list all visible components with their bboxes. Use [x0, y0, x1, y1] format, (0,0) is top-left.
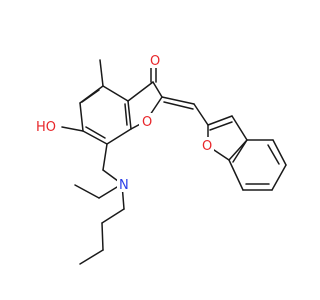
bond	[81, 89, 100, 103]
bond	[271, 164, 287, 191]
bond	[79, 249, 104, 265]
bond	[127, 81, 154, 102]
bond	[272, 139, 287, 166]
bond	[127, 100, 132, 130]
atom-label-carbonyl-oxygen: O	[150, 54, 160, 69]
bond	[228, 159, 244, 191]
bond	[99, 59, 104, 87]
atom-label-benzofuran-oxygen: O	[202, 139, 212, 154]
bond	[232, 139, 248, 163]
atom-labels: O O HO N O	[34, 52, 214, 193]
bond	[85, 126, 106, 139]
molecule-canvas: O O HO N O	[34, 52, 287, 265]
bond	[101, 208, 125, 224]
molecule-structure: O O HO N O	[34, 52, 287, 265]
bond	[106, 128, 132, 145]
bond	[102, 143, 108, 171]
bond	[209, 121, 233, 131]
bond	[74, 184, 100, 199]
atom-label-amine-nitrogen: N	[119, 178, 129, 193]
bond	[152, 81, 163, 98]
bond	[102, 85, 129, 102]
bond	[79, 102, 84, 132]
bond	[193, 103, 209, 126]
bonds	[61, 59, 287, 265]
bond	[163, 101, 194, 110]
atom-label-hydroxyl: HO	[36, 120, 56, 135]
atom-label-furanone-oxygen: O	[142, 115, 152, 130]
bond	[207, 115, 233, 126]
bond	[101, 222, 104, 251]
bond	[82, 130, 108, 145]
bond	[124, 103, 128, 126]
bond	[231, 115, 248, 141]
bond	[161, 96, 195, 105]
bond	[61, 126, 84, 132]
bond	[267, 144, 280, 165]
